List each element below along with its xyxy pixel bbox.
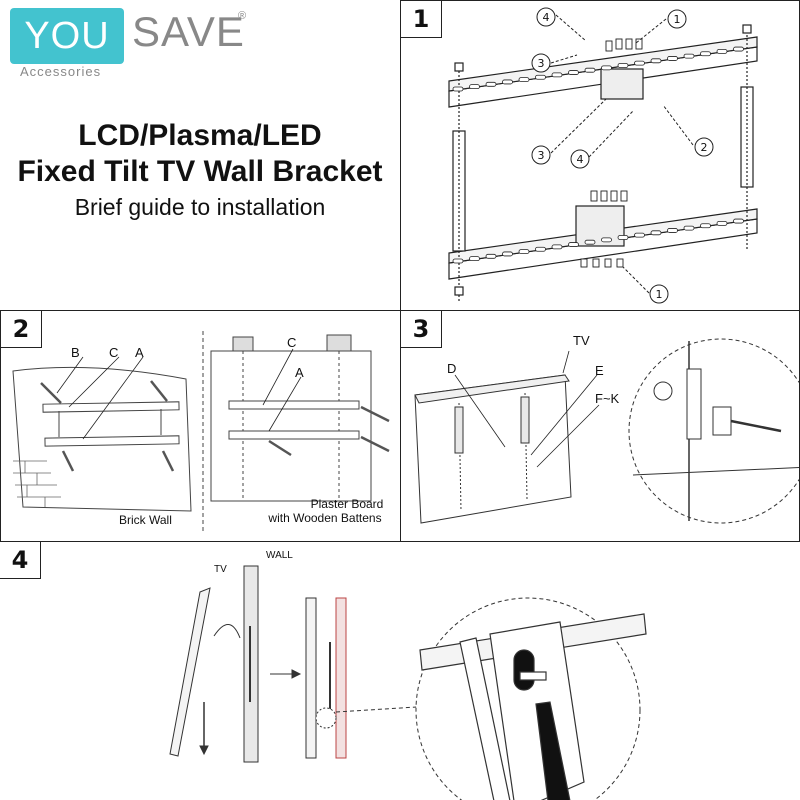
rail-slot: [568, 242, 579, 247]
rail-slot: [634, 232, 645, 238]
rail-slot: [584, 67, 596, 73]
label-fk: F~K: [595, 391, 620, 406]
callout-2: 2: [701, 141, 708, 154]
callout-1-bottom: 1: [656, 288, 663, 301]
rail-slot: [650, 230, 662, 236]
rail-slot: [617, 63, 629, 68]
step-3-number: 3: [401, 311, 442, 348]
label-b: B: [71, 345, 80, 360]
title-line-2: Fixed Tilt TV Wall Bracket: [17, 155, 383, 188]
rail-slot: [716, 49, 728, 54]
callout-3-top: 3: [538, 57, 545, 70]
rail-slot: [502, 79, 513, 85]
callout-4-mid: 4: [577, 153, 584, 166]
plaster-board-surface: [210, 350, 372, 502]
rail-slot: [518, 249, 530, 255]
rail-slot: [733, 218, 744, 224]
rail-slot: [650, 58, 662, 64]
label-a-right: A: [295, 365, 304, 380]
step-1-bracket-drawing: 4 1 3 3 4 2 1: [448, 7, 758, 304]
label-c-right: C: [287, 335, 297, 350]
caption-plaster-2: with Wooden Battens: [268, 511, 382, 525]
step-2-wall-drawing: [12, 331, 390, 531]
rail-slot: [617, 235, 629, 240]
brand-subtitle: Accessories: [20, 64, 102, 79]
step-4-panel: 4 TV: [0, 541, 800, 800]
step-4-hanging-drawing: [169, 565, 647, 800]
rail-slot: [700, 223, 711, 229]
rail-slot: [469, 84, 480, 90]
callout-1-top: 1: [674, 13, 681, 26]
rail-slot: [502, 251, 513, 257]
tv-tilted: [169, 587, 211, 757]
rail-slot: [716, 220, 728, 226]
rail-slot: [667, 56, 678, 61]
rail-slot: [584, 239, 596, 245]
caption-brick-wall: Brick Wall: [119, 513, 172, 527]
step-2-panel: 2: [0, 310, 401, 542]
brand-save-text: SAVE: [132, 8, 245, 55]
title-block: LCD/Plasma/LED Fixed Tilt TV Wall Bracke…: [0, 118, 400, 222]
lower-bracket-plate: [575, 205, 625, 247]
rail-slot: [469, 256, 480, 262]
step-3-panel: 3 TV D E F~K: [400, 310, 800, 542]
brand-logo-you: YOU: [10, 8, 124, 64]
brand-registered-mark: ®: [238, 10, 247, 22]
step-1-panel: 1: [400, 0, 800, 311]
rail-slot: [518, 77, 530, 82]
rail-slot: [452, 258, 464, 264]
tv-hung: [305, 597, 317, 759]
rail-slot: [551, 72, 563, 78]
rail-slot: [667, 228, 678, 233]
rail-slot: [634, 60, 645, 66]
rail-slot: [485, 253, 497, 259]
label-a: A: [135, 345, 144, 360]
wall-2: [335, 597, 347, 759]
callout-4-top: 4: [543, 11, 550, 24]
rail-slot: [535, 246, 546, 252]
rail-slot: [683, 53, 695, 59]
brand-you-text: YOU: [24, 14, 110, 57]
rail-slot: [601, 65, 612, 71]
header-panel: YOU SAVE ® Accessories LCD/Plasma/LED Fi…: [0, 0, 401, 311]
label-tv-4: TV: [214, 564, 227, 575]
rail-slot: [551, 244, 563, 250]
label-tv: TV: [573, 333, 590, 348]
title-line-1: LCD/Plasma/LED: [78, 119, 322, 152]
rail-slot: [733, 46, 744, 52]
callout-3-mid: 3: [538, 149, 545, 162]
label-wall-4: WALL: [266, 550, 293, 561]
rail-slot: [700, 51, 711, 57]
upper-bracket-plate: [600, 68, 644, 100]
rail-slot: [601, 237, 612, 243]
step-1-number: 1: [401, 1, 442, 38]
title-line-3: Brief guide to installation: [74, 194, 326, 220]
label-c: C: [109, 345, 119, 360]
step-3-tv-drawing: [414, 338, 799, 524]
rail-slot: [535, 74, 546, 80]
label-e: E: [595, 363, 604, 378]
step-2-number: 2: [1, 311, 42, 348]
rail-slot: [683, 225, 695, 231]
rail-slot: [452, 86, 464, 92]
step-4-number: 4: [0, 542, 41, 579]
caption-plaster-1: Plaster Board: [310, 497, 384, 511]
rail-slot: [568, 70, 579, 75]
rail-slot: [485, 81, 497, 87]
label-d: D: [447, 361, 457, 376]
